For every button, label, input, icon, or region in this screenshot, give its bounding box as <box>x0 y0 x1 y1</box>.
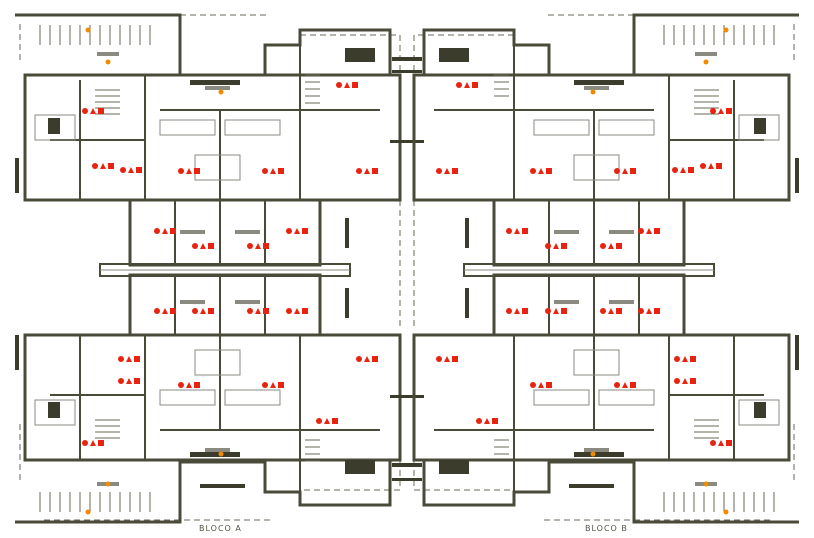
electrical-symbol-icon <box>192 243 214 249</box>
electrical-symbol-icon <box>118 378 140 384</box>
electrical-symbol-icon <box>262 382 284 388</box>
electrical-symbol-icon <box>530 168 552 174</box>
accent-mark-icon <box>85 27 91 33</box>
accent-mark-icon <box>703 59 709 65</box>
electrical-symbol-icon <box>178 168 200 174</box>
electrical-symbol-icon <box>710 440 732 446</box>
electrical-symbol-icon <box>614 382 636 388</box>
electrical-symbol-icon <box>436 168 458 174</box>
electrical-symbol-icon <box>506 308 528 314</box>
accent-mark-icon <box>85 509 91 515</box>
furniture-outlines <box>533 114 780 426</box>
connector-walls <box>392 57 422 481</box>
electrical-symbol-icon <box>356 356 378 362</box>
accent-mark-icon <box>218 89 224 95</box>
electrical-symbol-icon <box>710 108 732 114</box>
furniture-outlines <box>34 114 281 426</box>
electrical-symbol-icon <box>118 356 140 362</box>
electrical-symbol-icon <box>674 378 696 384</box>
electrical-symbols-layer <box>82 27 732 515</box>
accent-mark-icon <box>723 27 729 33</box>
accent-mark-icon <box>590 89 596 95</box>
accent-mark-icon <box>218 451 224 457</box>
electrical-symbol-icon <box>476 418 498 424</box>
accent-mark-icon <box>590 451 596 457</box>
electrical-symbol-icon <box>92 163 114 169</box>
block-a-label: BLOCO A <box>199 524 242 533</box>
accent-mark-icon <box>703 481 709 487</box>
top-balcony-outline <box>15 13 392 77</box>
electrical-symbol-icon <box>600 308 622 314</box>
block-b-plan <box>390 13 799 524</box>
electrical-symbol-icon <box>530 382 552 388</box>
top-balcony-outline <box>422 13 799 77</box>
electrical-symbol-icon <box>247 243 269 249</box>
electrical-symbol-icon <box>82 440 104 446</box>
electrical-symbol-icon <box>506 228 528 234</box>
electrical-symbol-icon <box>356 168 378 174</box>
electrical-symbol-icon <box>262 168 284 174</box>
stair-icon <box>494 25 775 512</box>
electrical-symbol-icon <box>674 356 696 362</box>
electrical-symbol-icon <box>614 168 636 174</box>
electrical-symbol-icon <box>154 228 176 234</box>
electrical-symbol-icon <box>286 308 308 314</box>
electrical-symbol-icon <box>247 308 269 314</box>
dining-table-icon <box>439 48 766 488</box>
electrical-symbol-icon <box>286 228 308 234</box>
electrical-symbol-icon <box>545 308 567 314</box>
electrical-symbol-icon <box>672 167 694 173</box>
electrical-symbol-icon <box>178 382 200 388</box>
electrical-symbol-icon <box>456 82 478 88</box>
block-a-plan <box>15 13 424 524</box>
electrical-symbol-icon <box>154 308 176 314</box>
block-b-label: BLOCO B <box>585 524 628 533</box>
electrical-symbol-icon <box>120 167 142 173</box>
electrical-symbol-icon <box>638 228 660 234</box>
electrical-symbol-icon <box>638 308 660 314</box>
electrical-symbol-icon <box>436 356 458 362</box>
electrical-symbol-icon <box>316 418 338 424</box>
electrical-symbol-icon <box>545 243 567 249</box>
bottom-balcony-outline <box>15 460 392 524</box>
accent-mark-icon <box>105 59 111 65</box>
exterior-wall-segments <box>390 140 799 398</box>
electrical-symbol-icon <box>336 82 358 88</box>
electrical-symbol-icon <box>82 108 104 114</box>
accent-mark-icon <box>105 481 111 487</box>
electrical-symbol-icon <box>700 163 722 169</box>
electrical-symbol-icon <box>600 243 622 249</box>
electrical-symbol-icon <box>192 308 214 314</box>
stair-icon <box>39 25 320 512</box>
accent-mark-icon <box>723 509 729 515</box>
bottom-balcony-outline <box>422 460 799 524</box>
dining-table-icon <box>48 48 375 488</box>
